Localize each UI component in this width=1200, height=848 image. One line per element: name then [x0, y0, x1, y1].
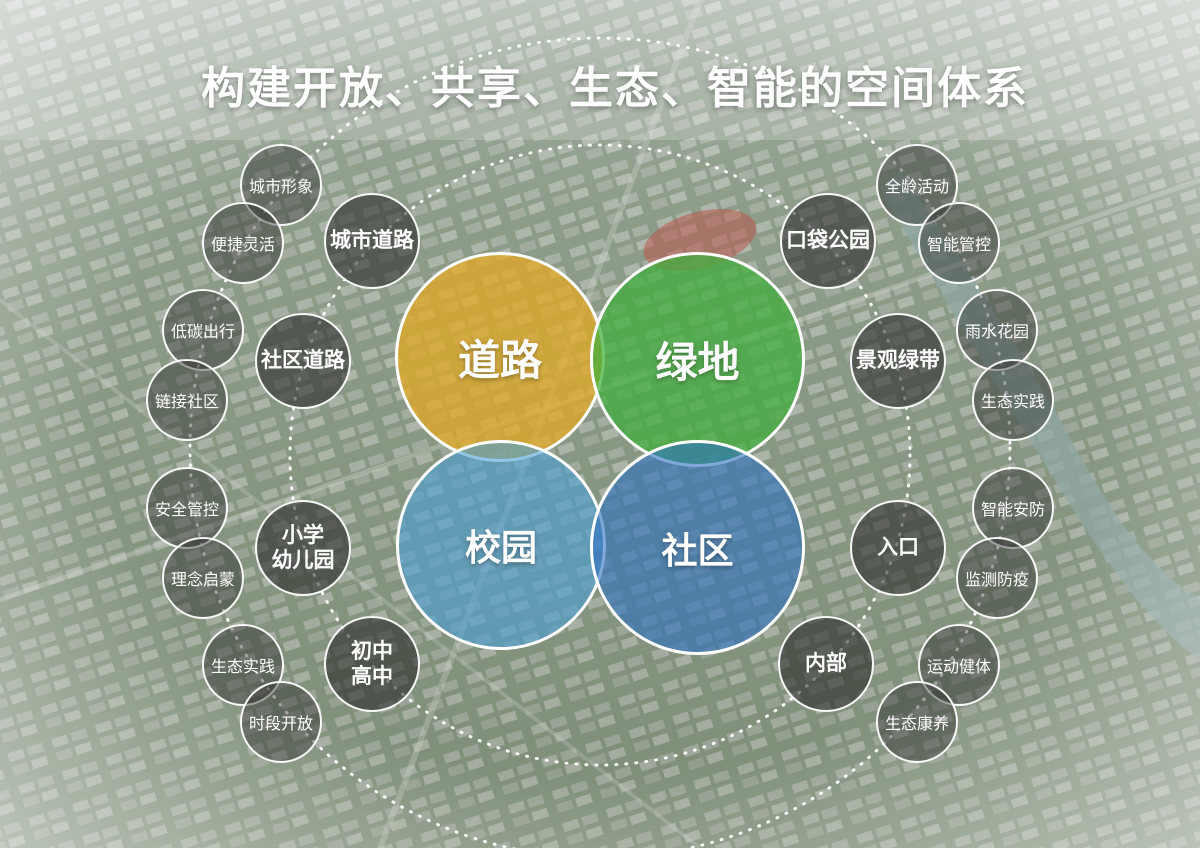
node-smart-control: 智能管控 — [918, 202, 1000, 284]
node-safety-control-label: 安全管控 — [154, 500, 219, 519]
node-city-road: 城市道路 — [324, 193, 420, 289]
venn-circle-road: 道路 — [395, 252, 605, 462]
node-eco-practice-left-label: 生态实践 — [210, 657, 275, 676]
node-interior-label: 内部 — [805, 651, 847, 676]
node-smart-control-label: 智能管控 — [926, 235, 991, 254]
page-title: 构建开放、共享、生态、智能的空间体系 — [201, 63, 1029, 114]
node-eco-practice-right: 生态实践 — [972, 359, 1054, 441]
node-entrance-label: 入口 — [877, 535, 919, 560]
node-community-road: 社区道路 — [255, 313, 351, 409]
node-smart-security-label: 智能安防 — [980, 500, 1045, 519]
venn-label-community: 社区 — [661, 530, 734, 572]
node-all-age-activity-label: 全龄活动 — [884, 177, 949, 196]
node-smart-security: 智能安防 — [972, 467, 1054, 549]
node-city-image-label: 城市形象 — [248, 177, 313, 196]
node-rain-garden-label: 雨水花园 — [964, 322, 1029, 341]
node-city-image: 城市形象 — [240, 144, 322, 226]
node-low-carbon-travel: 低碳出行 — [162, 289, 244, 371]
node-landscape-belt-label: 景观绿带 — [856, 348, 940, 373]
node-primary-kindergarten: 小学 幼儿园 — [255, 500, 351, 596]
node-low-carbon-travel-label: 低碳出行 — [170, 322, 235, 341]
node-time-open: 时段开放 — [240, 681, 322, 763]
node-eco-practice-right-label: 生态实践 — [980, 392, 1045, 411]
venn-circle-community: 社区 — [590, 440, 805, 655]
node-convenient-flexible-label: 便捷灵活 — [210, 235, 275, 254]
node-junior-senior-label: 初中 高中 — [351, 638, 393, 688]
node-time-open-label: 时段开放 — [248, 714, 313, 733]
node-concept-enlighten-label: 理念启蒙 — [170, 570, 235, 589]
node-city-road-label: 城市道路 — [330, 228, 414, 253]
venn-label-campus: 校园 — [464, 528, 537, 569]
node-eco-wellness-label: 生态康养 — [884, 714, 949, 733]
node-concept-enlighten: 理念启蒙 — [162, 537, 244, 619]
venn-circle-green: 绿地 — [590, 252, 805, 467]
node-link-community: 链接社区 — [146, 359, 228, 441]
node-entrance: 入口 — [850, 500, 946, 596]
node-monitor-epidemic: 监测防疫 — [956, 537, 1038, 619]
node-pocket-park: 口袋公园 — [780, 193, 876, 289]
node-sports-fitness-label: 运动健体 — [926, 657, 991, 676]
venn-label-road: 道路 — [457, 335, 542, 385]
node-safety-control: 安全管控 — [146, 467, 228, 549]
venn-circle-campus: 校园 — [396, 440, 606, 650]
node-primary-kindergarten-label: 小学 幼儿园 — [271, 522, 335, 572]
node-junior-senior: 初中 高中 — [324, 616, 420, 712]
node-rain-garden: 雨水花园 — [956, 289, 1038, 371]
node-landscape-belt: 景观绿带 — [850, 313, 946, 409]
node-link-community-label: 链接社区 — [154, 392, 219, 411]
node-eco-wellness: 生态康养 — [876, 681, 958, 763]
node-monitor-epidemic-label: 监测防疫 — [964, 570, 1029, 589]
node-pocket-park-label: 口袋公园 — [786, 228, 870, 253]
node-convenient-flexible: 便捷灵活 — [202, 202, 284, 284]
node-interior: 内部 — [778, 616, 874, 712]
node-community-road-label: 社区道路 — [261, 348, 345, 373]
venn-label-green: 绿地 — [655, 338, 740, 387]
